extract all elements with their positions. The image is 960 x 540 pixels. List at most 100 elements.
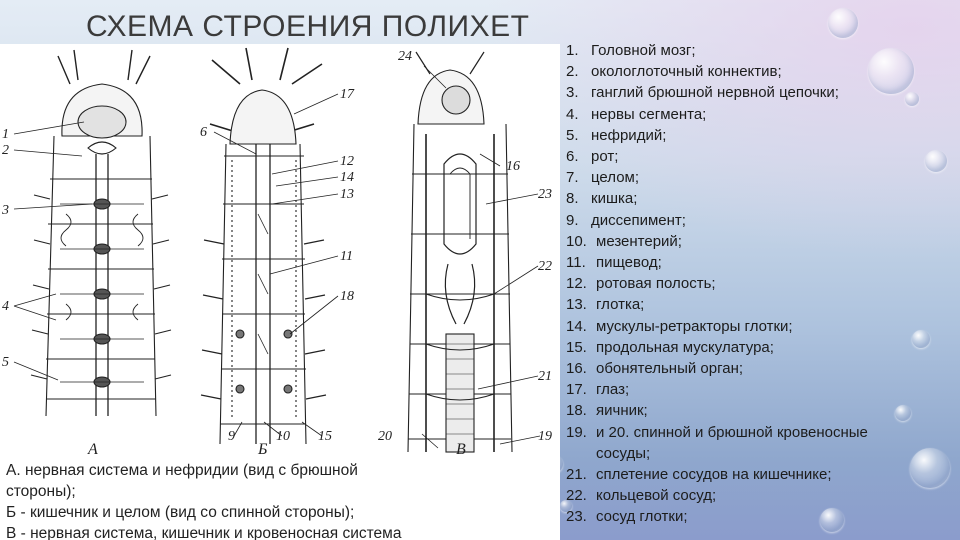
legend-text: кишка; [591,190,638,208]
legend-number: 5. [566,126,579,144]
water-drop-decoration [895,405,911,421]
legend-text: целом; [591,169,640,187]
legend-number: 21. [566,466,587,484]
legend-number: 15. [566,338,587,356]
legend-list: 1. Головной мозг; 2. окологлоточный коннек… [566,40,956,528]
water-drop-decoration [910,448,950,488]
caption-line: В - нервная система, кишечник и кровенос… [6,525,402,540]
legend-number: 18. [566,402,587,420]
legend-number: 13. [566,296,587,314]
legend-text: сосуды; [596,444,651,462]
legend-text: Головной мозг; [591,42,696,59]
water-drop-decoration [828,8,858,38]
legend-item: 18. яичник; [566,400,956,421]
legend-item: 21. сплетение сосудов на кишечнике; [566,464,956,485]
legend-item: 8. кишка; [566,188,956,209]
slide-title: СХЕМА СТРОЕНИЯ ПОЛИХЕТ [86,10,530,43]
legend-number: 10. [566,232,587,250]
legend-item: 23.сосуд глотки; [566,506,956,527]
legend-number [566,443,596,464]
callout-13: 13 [340,187,354,202]
legend-number: 14. [566,317,587,335]
callout-23: 23 [538,187,552,202]
legend-number: 11. [566,254,586,272]
legend-item: 4.нервы сегмента; [566,104,956,125]
callout-20: 20 [378,429,392,444]
legend-text: нефридий; [591,126,667,144]
callout-4: 4 [2,299,9,314]
legend-text: глаз; [596,381,630,399]
legend-number: 17. [566,381,587,399]
polychaete-diagram: 1 2 3 4 5 6 17 12 14 13 11 18 9 10 15 24… [0,44,560,460]
callout-12: 12 [340,154,354,169]
legend-text: мезентерий; [596,232,682,250]
legend-item: 13. глотка; [566,294,956,315]
legend-item: 2. окологлоточный коннектив; [566,61,956,82]
legend-item: 1. Головной мозг; [566,40,956,61]
legend-text: сплетение сосудов на кишечнике; [596,466,832,484]
callout-15: 15 [318,429,332,444]
callout-6: 6 [200,125,207,140]
caption-line: А. нервная система и нефридии (вид с брю… [6,462,358,479]
legend-item: 6.рот; [566,146,956,167]
legend-number: 3. [566,84,579,102]
callout-21: 21 [538,369,552,384]
legend-text: и 20. спинной и брюшной кровеносные [596,423,868,441]
legend-item: 15.продольная мускулатура; [566,337,956,358]
callout-5: 5 [2,355,9,370]
legend-text: мускулы-ретракторы глотки; [596,317,793,335]
panel-b-worm-drawing [200,47,339,445]
legend-item: 14. мускулы-ретракторы глотки; [566,316,956,337]
water-drop-decoration [820,508,844,532]
water-drop-decoration [868,48,914,94]
legend-item-continuation: сосуды; [566,443,956,464]
callout-11: 11 [340,249,353,264]
callout-1: 1 [2,127,9,142]
callout-22: 22 [538,259,552,274]
water-drop-decoration [912,330,930,348]
legend-item: 10. мезентерий; [566,231,956,252]
legend-text: ганглий брюшной нервной цепочки; [591,84,839,102]
figure-caption: А. нервная система и нефридии (вид с брю… [0,460,560,540]
legend-text: сосуд глотки; [596,508,688,526]
callout-19: 19 [538,429,552,444]
legend-item: 19. и 20. спинной и брюшной кровеносные [566,422,956,443]
callout-16: 16 [506,159,520,174]
legend-text: кольцевой сосуд; [596,487,717,505]
water-drop-decoration [560,500,572,512]
panel-letter-c: В [456,441,466,458]
panel-c-worm-drawing [407,51,541,453]
legend-number: 16. [566,360,587,378]
panel-letter-a: А [87,441,98,458]
callout-17: 17 [340,87,355,102]
legend-item: 16. обонятельный орган; [566,358,956,379]
legend-text: пищевод; [596,254,662,272]
legend-number: 19. [566,423,587,441]
legend-number: 8. [566,190,579,208]
legend-item: 11. пищевод; [566,252,956,273]
callout-9: 9 [228,429,235,444]
legend-text: обонятельный орган; [596,360,744,378]
legend-text: окологлоточный коннектив; [591,63,782,81]
caption-line: стороны); [6,483,76,500]
legend-text: диссепимент; [591,211,686,229]
callout-3: 3 [1,203,9,218]
legend-number: 12. [566,275,587,293]
legend-text: глотка; [596,296,645,314]
callout-2: 2 [2,143,9,158]
water-drop-decoration [925,150,947,172]
legend-text: ротовая полость; [596,275,716,293]
legend-item: 3. ганглий брюшной нервной цепочки; [566,82,956,103]
callout-10: 10 [276,429,290,444]
legend-item: 12. ротовая полость; [566,273,956,294]
legend-number: 1. [566,42,579,59]
legend-text: нервы сегмента; [591,105,707,123]
legend-number: 7. [566,169,579,187]
legend-number: 2. [566,63,579,81]
legend-item: 17. глаз; [566,379,956,400]
legend-text: яичник; [596,402,648,420]
legend-text: рот; [591,148,619,166]
caption-line: Б - кишечник и целом (вид со спинной сто… [6,504,355,521]
callout-24: 24 [398,49,412,64]
legend-item: 5. нефридий; [566,125,956,146]
